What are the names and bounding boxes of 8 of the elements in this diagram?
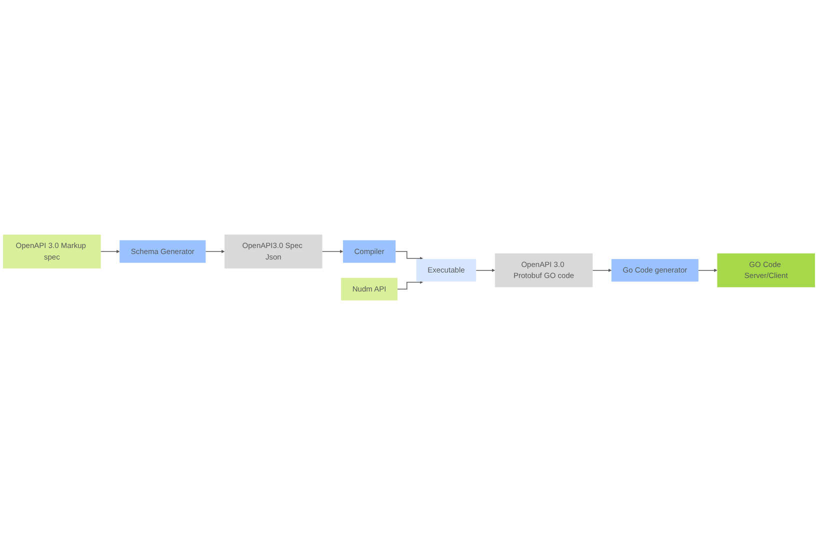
arrow bbox=[322, 250, 344, 254]
arrow bbox=[698, 268, 718, 272]
arrow bbox=[205, 250, 225, 254]
arrow bbox=[592, 268, 612, 272]
arrow bbox=[395, 251, 423, 260]
arrow bbox=[476, 268, 496, 272]
arrow bbox=[397, 280, 423, 290]
arrow bbox=[100, 250, 120, 254]
